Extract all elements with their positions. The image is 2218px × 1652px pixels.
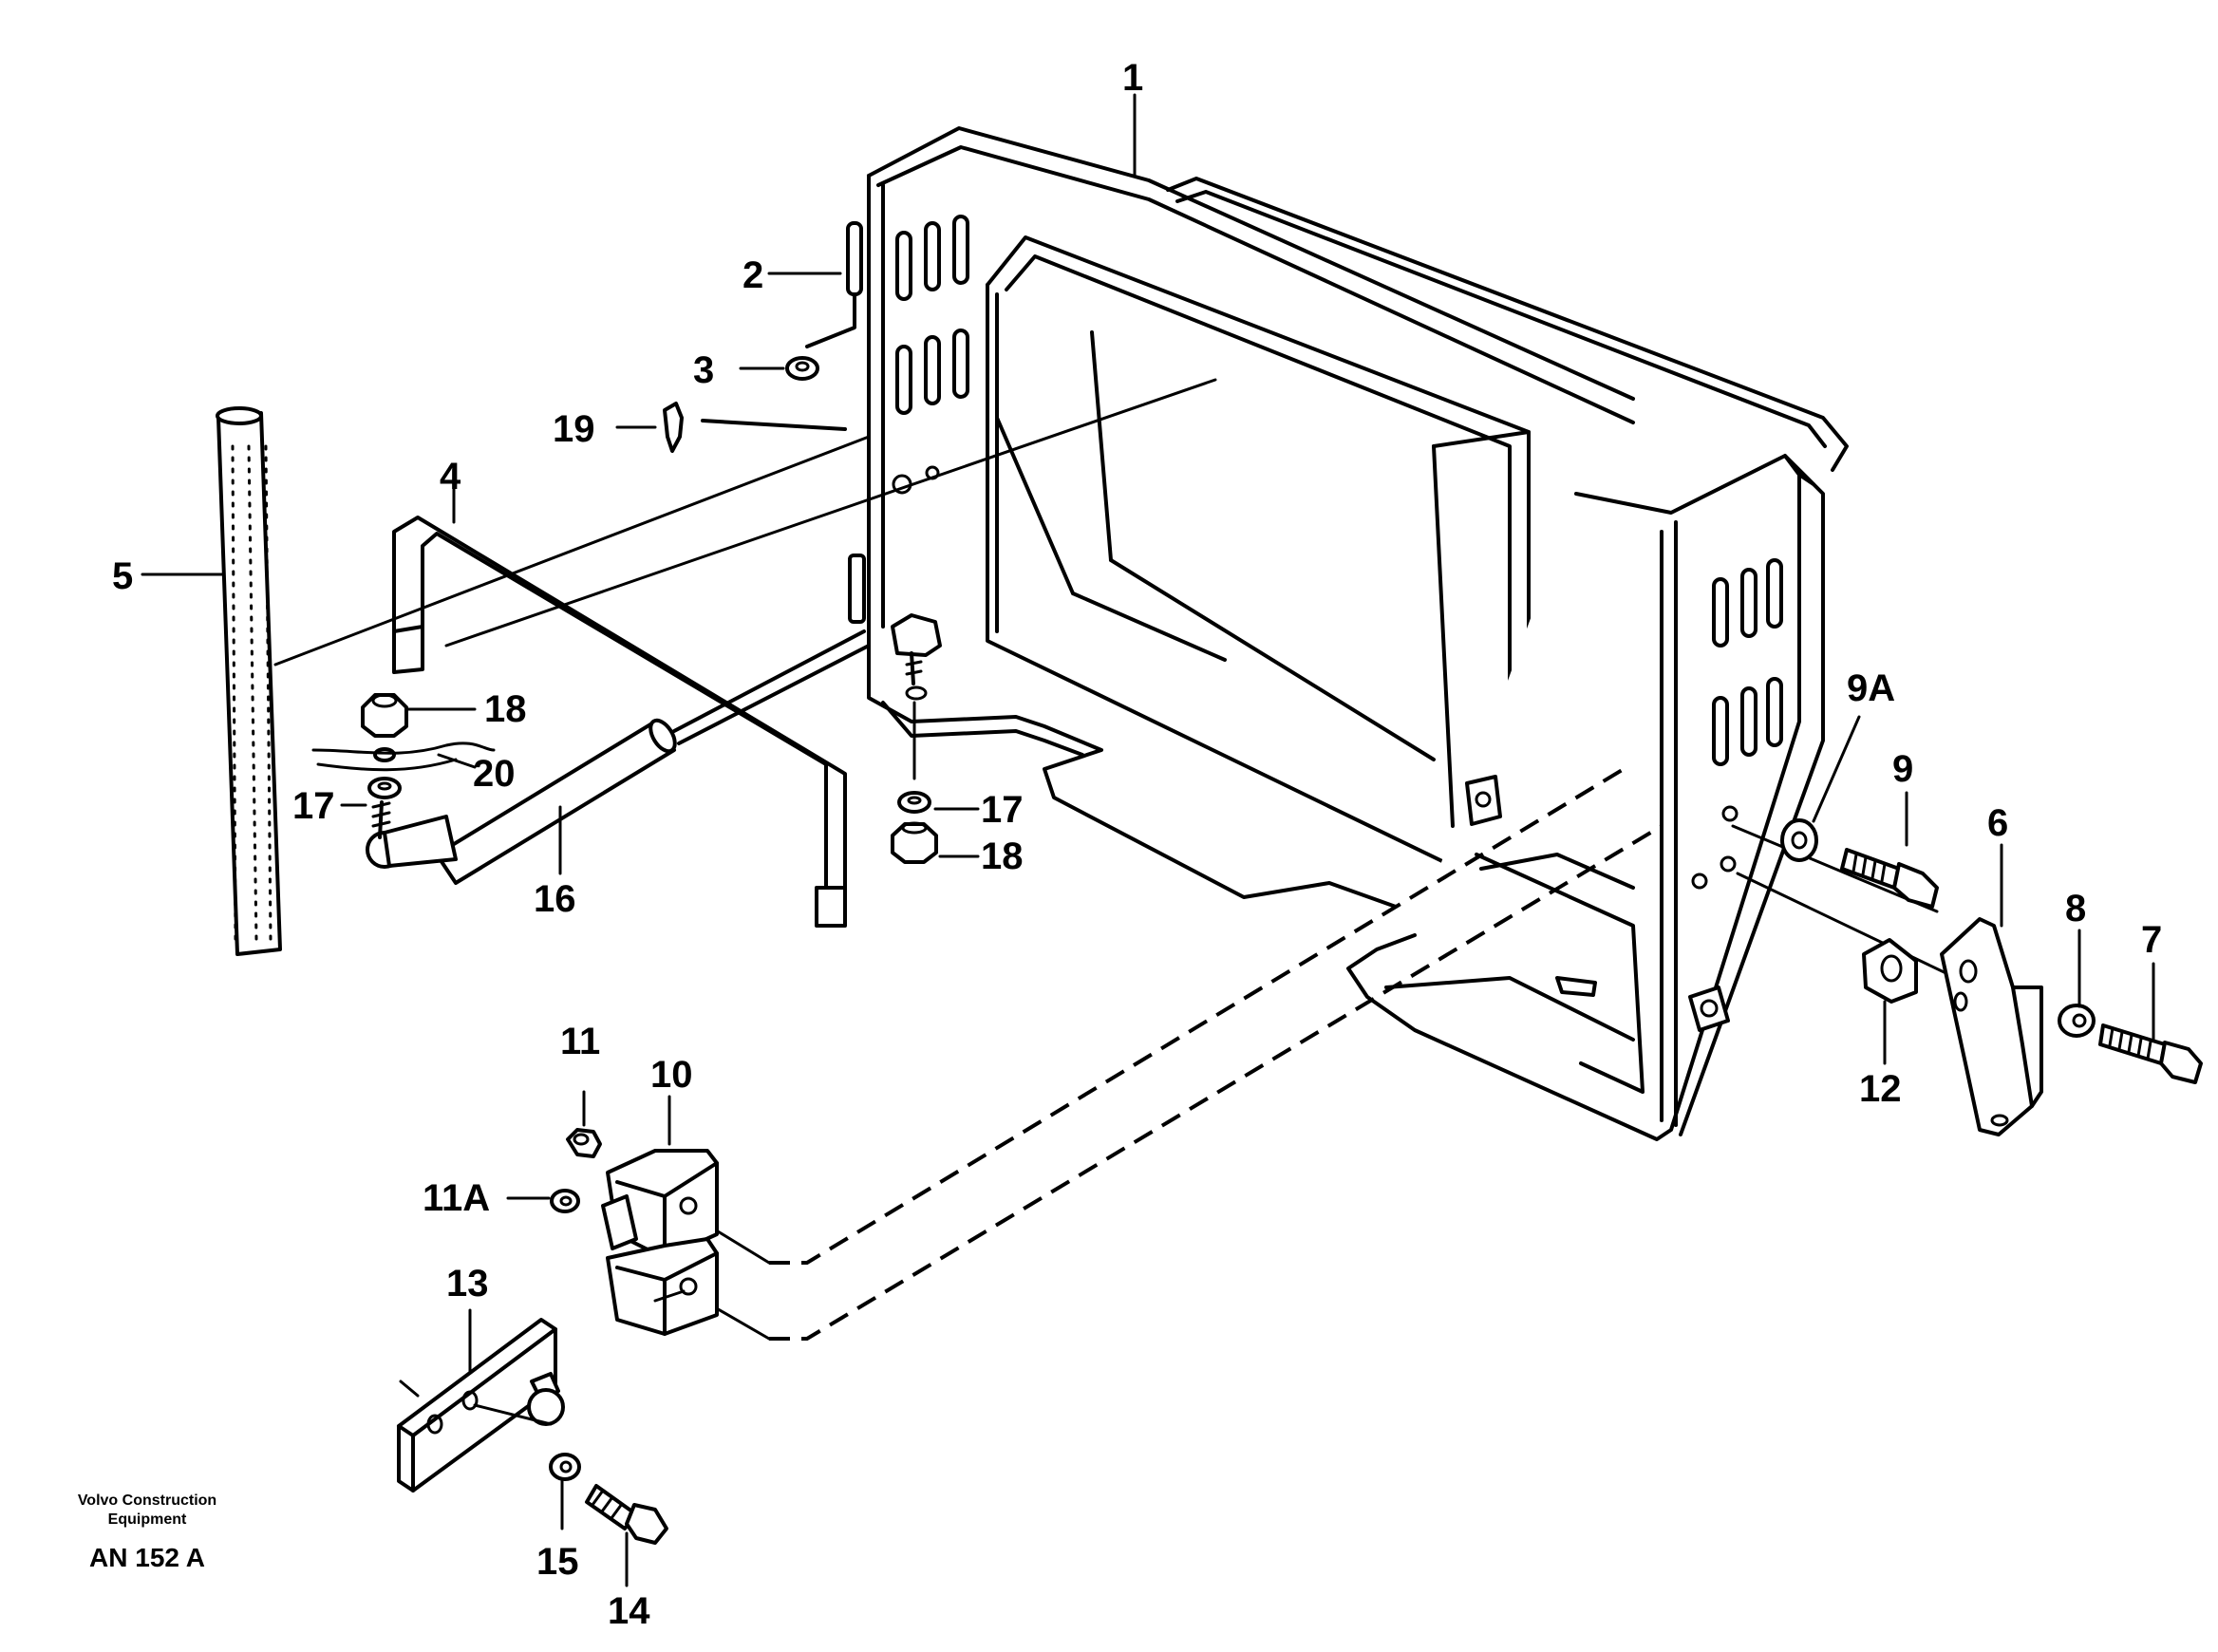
washer-8 — [2058, 929, 2096, 1038]
bolt-14 — [585, 1484, 668, 1587]
label-10: 10 — [650, 1054, 693, 1096]
part-labels: 1 2 3 19 4 5 18 20 17 16 17 18 9A 9 6 8 … — [112, 57, 2162, 1632]
washer-9a — [1780, 715, 1861, 862]
vent-slots-right — [1691, 558, 1783, 890]
label-5: 5 — [112, 555, 133, 597]
gas-strut-16 — [366, 629, 871, 885]
clamp-10 — [601, 1095, 719, 1336]
label-4: 4 — [440, 456, 461, 497]
wire-20 — [311, 742, 496, 772]
label-7: 7 — [2141, 919, 2162, 961]
label-17-right: 17 — [981, 789, 1024, 831]
label-12: 12 — [1859, 1068, 1902, 1110]
label-11a: 11A — [423, 1177, 490, 1219]
drawing-footer: Volvo Construction Equipment AN 152 A — [78, 1492, 216, 1572]
label-17-left: 17 — [292, 785, 335, 827]
label-18-right: 18 — [981, 835, 1024, 877]
nut-11 — [566, 1090, 602, 1158]
label-13: 13 — [446, 1263, 489, 1305]
label-18-left: 18 — [484, 688, 527, 730]
u-bar-4 — [392, 478, 847, 928]
rubber-bar-5 — [141, 406, 282, 956]
company-line-2: Equipment — [108, 1511, 187, 1528]
bolt-7 — [2098, 962, 2203, 1084]
washer-11a — [506, 1189, 580, 1213]
company-line-1: Volvo Construction — [78, 1492, 216, 1509]
mount-post — [846, 221, 863, 296]
bracket-6 — [1940, 843, 2043, 1136]
label-9a: 9A — [1847, 667, 1895, 709]
label-15: 15 — [536, 1541, 579, 1583]
label-3: 3 — [693, 349, 714, 391]
label-6: 6 — [1987, 802, 2008, 844]
bolt-9 — [1840, 791, 1939, 909]
main-frame — [805, 126, 1849, 1141]
washer-3 — [739, 356, 819, 381]
ball-joint-right — [891, 613, 942, 701]
label-16: 16 — [534, 878, 576, 920]
label-19: 19 — [553, 408, 595, 450]
drawing-code: AN 152 A — [89, 1543, 205, 1572]
label-11: 11 — [560, 1021, 600, 1062]
label-14: 14 — [608, 1590, 650, 1632]
bushing-12 — [1862, 938, 1918, 1065]
label-9: 9 — [1892, 748, 1913, 790]
nut-washer-left — [340, 693, 477, 807]
label-1: 1 — [1122, 57, 1143, 99]
washer-15 — [549, 1453, 581, 1530]
nut-washer-right — [891, 701, 980, 864]
label-20: 20 — [473, 753, 516, 795]
label-8: 8 — [2065, 888, 2086, 929]
plate-13 — [397, 1308, 565, 1492]
grease-nipple-19 — [615, 402, 847, 453]
label-2: 2 — [742, 254, 763, 296]
